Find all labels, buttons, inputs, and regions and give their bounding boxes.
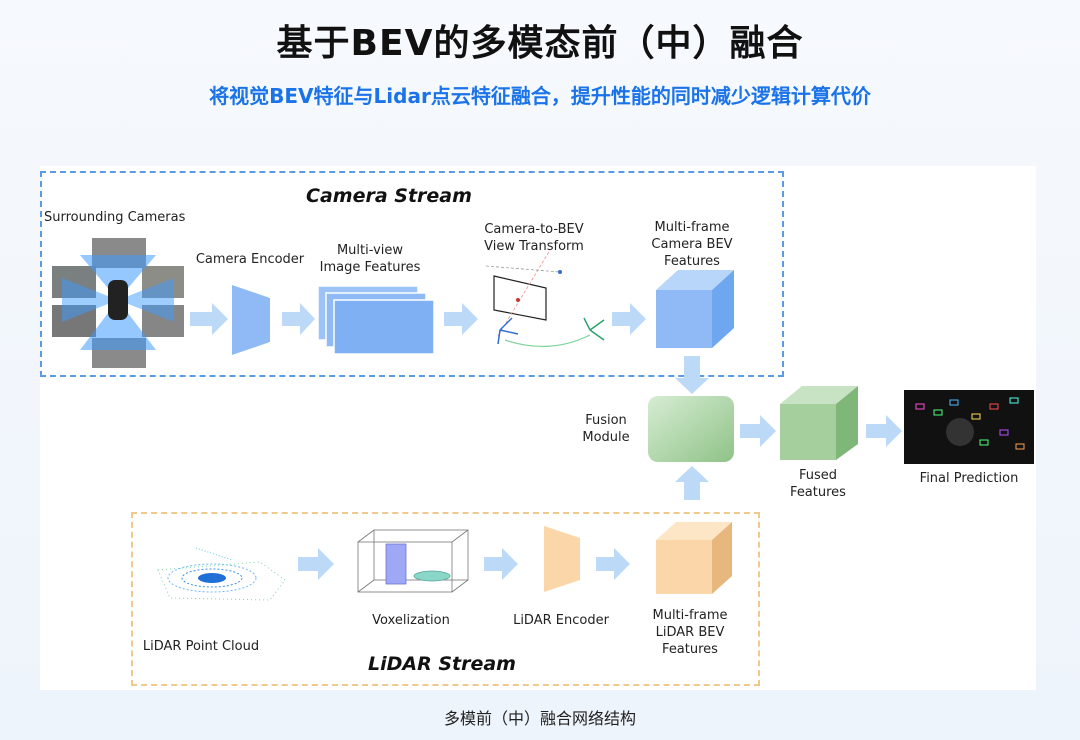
multiview-features-label: Multi-view Image Features — [319, 243, 421, 275]
lidar-point-cloud-image — [157, 547, 286, 601]
view-transform-figure — [485, 249, 605, 347]
camera-encoder-label: Camera Encoder — [195, 252, 305, 267]
fused-features-label: Fused Features — [790, 468, 846, 500]
lidar-bev-cube — [656, 522, 732, 594]
fusion-module-shape — [648, 396, 734, 462]
surrounding-cameras-image — [52, 238, 184, 368]
camera-stream-title: Camera Stream — [306, 185, 472, 207]
lidar-stream-title: LiDAR Stream — [368, 653, 516, 675]
lidar-stream-box — [131, 512, 760, 686]
voxelization-figure — [357, 529, 469, 593]
page-title: 基于BEV的多模态前（中）融合 — [276, 23, 804, 64]
fusion-module-label: Fusion Module — [582, 413, 630, 445]
lidar-bev-label: Multi-frame LiDAR BEV Features — [652, 608, 728, 657]
fused-features-cube — [780, 386, 858, 460]
page-subtitle: 将视觉BEV特征与Lidar点云特征融合，提升性能的同时减少逻辑计算代价 — [209, 84, 871, 108]
camera-bev-label: Multi-frame Camera BEV Features — [651, 220, 733, 269]
lidar-encoder-label: LiDAR Encoder — [513, 613, 609, 628]
view-transform-label: Camera-to-BEV View Transform — [484, 222, 584, 254]
lidar-encoder-shape — [544, 526, 580, 592]
final-prediction-image — [904, 390, 1034, 464]
camera-bev-cube — [656, 270, 734, 348]
flow-arrows — [190, 303, 902, 580]
lidar-point-cloud-label: LiDAR Point Cloud — [142, 639, 260, 654]
camera-encoder-shape — [232, 285, 270, 355]
final-prediction-label: Final Prediction — [919, 471, 1019, 486]
multiview-features-shape — [317, 285, 435, 355]
surrounding-cameras-label: Surrounding Cameras — [44, 210, 186, 225]
voxelization-label: Voxelization — [372, 613, 450, 628]
figure-caption: 多模前（中）融合网络结构 — [443, 709, 636, 728]
camera-stream-box — [40, 171, 784, 377]
